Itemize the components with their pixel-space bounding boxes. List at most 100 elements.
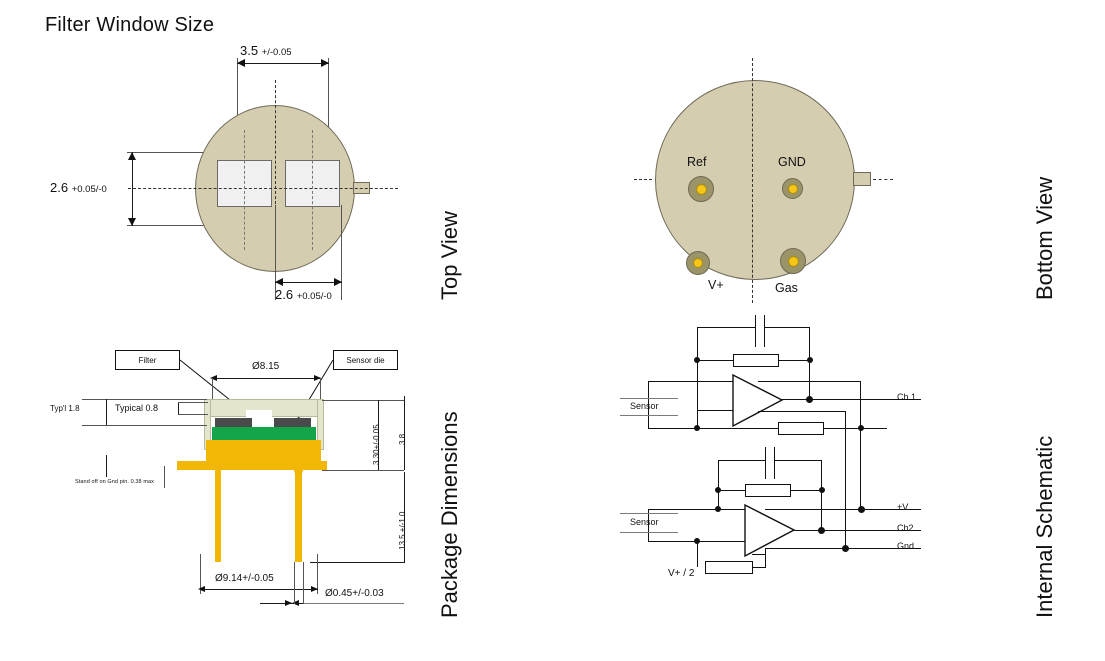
- arrow-left-3-5: [237, 58, 245, 67]
- label-gnd-port: Gnd: [897, 541, 915, 551]
- dimension-3-8: 3.8: [398, 433, 407, 445]
- package-key-tab-bottom: [853, 172, 871, 186]
- top-view-drawing: 3.5 +/-0.05 2.6 +0.05/-0 2.6 +0.05/-0: [40, 35, 430, 310]
- dim-line-2-6-bottom: [275, 282, 342, 284]
- rail-vplus-wire: [648, 509, 718, 511]
- ext-line-top-2-6: [127, 152, 247, 153]
- opamp1-in-minus-wire: [697, 381, 733, 383]
- lead-pin-right: [295, 470, 302, 562]
- arrow-left-2-6-bottom: [275, 278, 283, 286]
- ext-line-typ18-bottom: [82, 425, 207, 426]
- label-v-half: V+ / 2: [668, 568, 695, 579]
- cap2-wire-top-left: [718, 460, 766, 462]
- dim-line-pcd: [200, 589, 318, 590]
- ext-line-pin-dia-left: [294, 562, 295, 604]
- arrow-right-cap-diameter: [314, 374, 321, 381]
- pin-ref-contact: [695, 183, 707, 195]
- sensor2-left-wire: [648, 509, 650, 542]
- dimension-2-6-window: 2.6 +0.05/-0: [275, 287, 332, 302]
- sensor2-mid-wire: [697, 541, 745, 543]
- sensor1-line-upper: [620, 398, 678, 400]
- arrow-left-pin-dia: [285, 599, 292, 606]
- opamp1-supply-bottom: [758, 411, 846, 413]
- dimension-2-6-height-value: 2.6: [50, 180, 69, 195]
- internal-schematic-drawing: Sensor Ch 1 Sensor V+ / 2 +V: [620, 310, 960, 600]
- divider-wire-left: [697, 541, 699, 567]
- sensor-die-right: [274, 418, 311, 428]
- gold-block: [206, 440, 321, 462]
- node-r1-right: [807, 357, 813, 363]
- node-opamp2-out: [818, 527, 825, 534]
- pin-gas-contact: [787, 255, 799, 267]
- package-body-bottom: [655, 80, 855, 280]
- dim-line-typ08: [178, 402, 179, 415]
- cap1-leg-right: [809, 327, 811, 400]
- dim-line-standoff: [106, 455, 107, 477]
- opamp1-out-wire: [781, 399, 921, 401]
- node-r3-left: [715, 487, 721, 493]
- ext-line-cap-right: [320, 378, 321, 400]
- cap1-plate-right: [764, 315, 766, 347]
- centreline-window-right: [312, 130, 313, 250]
- resistor-divider: [705, 561, 753, 574]
- sensor1-left-wire: [648, 381, 650, 429]
- pin-vplus[interactable]: [686, 251, 710, 275]
- centreline-window-left: [244, 130, 245, 250]
- dimension-3-5-value: 3.5: [240, 43, 259, 58]
- ext-line-left-2-6-bottom: [275, 205, 276, 300]
- cap2-plate-left: [765, 447, 767, 479]
- opamp1-gnd-rail: [845, 411, 847, 548]
- dimension-3-5: 3.5 +/-0.05: [240, 43, 292, 58]
- arrow-left-cap-diameter: [210, 374, 217, 381]
- divider-wire-connect: [752, 567, 766, 569]
- sensor2-line-upper: [620, 513, 678, 515]
- node-r3-right: [819, 487, 825, 493]
- cap2-wire-top-right: [775, 460, 822, 462]
- arrow-up-2-6: [128, 152, 136, 160]
- pin-gnd-contact: [787, 183, 798, 194]
- label-typical-0-8: Typical 0.8: [115, 403, 159, 413]
- pin-label-ref: Ref: [687, 155, 707, 169]
- label-typ-1-8: Typ'l 1.8: [50, 404, 80, 413]
- label-ch1: Ch 1: [897, 392, 917, 402]
- opamp1-supply-rail-right: [860, 381, 862, 510]
- dimension-2-6-height-tolerance: +0.05/-0: [71, 184, 107, 195]
- dimension-pcd: Ø9.14+/-0.05: [215, 573, 274, 584]
- sensor-die-left: [215, 418, 252, 428]
- centreline-horizontal-main: [128, 188, 398, 189]
- sensor1-top-wire: [648, 381, 698, 383]
- r1-wire-left: [697, 360, 734, 362]
- bottom-view-drawing: Ref GND V+ Gas: [630, 50, 1030, 315]
- ext-line-330-bottom: [322, 470, 404, 471]
- sensor2-line-lower: [620, 532, 678, 534]
- cap2-leg-right: [821, 460, 823, 530]
- node-opamp1-out: [806, 396, 813, 403]
- label-sensor-1: Sensor: [630, 401, 659, 411]
- callout-leader-lines: [179, 359, 334, 419]
- opamp-2: [744, 503, 796, 558]
- arrow-right-2-6-bottom: [334, 278, 342, 286]
- dim-line-135: [404, 472, 405, 562]
- opamp1-feedback-leg: [697, 360, 699, 430]
- centreline-horizontal-bottom-right: [873, 179, 893, 180]
- dim-line-3-5: [237, 63, 329, 65]
- centreline-vertical-main: [275, 80, 276, 295]
- pin-gnd[interactable]: [782, 178, 803, 199]
- divider-wire-right: [752, 554, 766, 556]
- resistor-r1: [733, 354, 779, 367]
- dimension-3-5-tolerance: +/-0.05: [261, 47, 292, 58]
- rail-vplus-wire-right: [862, 509, 921, 511]
- pin-ref[interactable]: [688, 176, 714, 202]
- pin-label-gnd: GND: [778, 155, 806, 169]
- r3-wire-right: [790, 490, 822, 492]
- ext-line-typ08-top: [178, 402, 208, 403]
- header-flange: [177, 461, 327, 470]
- resistor-r2: [778, 422, 824, 435]
- pin-vplus-contact: [693, 258, 703, 268]
- standoff-bead: [294, 466, 303, 475]
- pin-label-gas: Gas: [775, 281, 798, 295]
- pin-gas[interactable]: [780, 248, 806, 274]
- node-feedback-r2-right: [858, 425, 864, 431]
- page-title: Filter Window Size: [45, 14, 215, 36]
- label-sensor-2: Sensor: [630, 517, 659, 527]
